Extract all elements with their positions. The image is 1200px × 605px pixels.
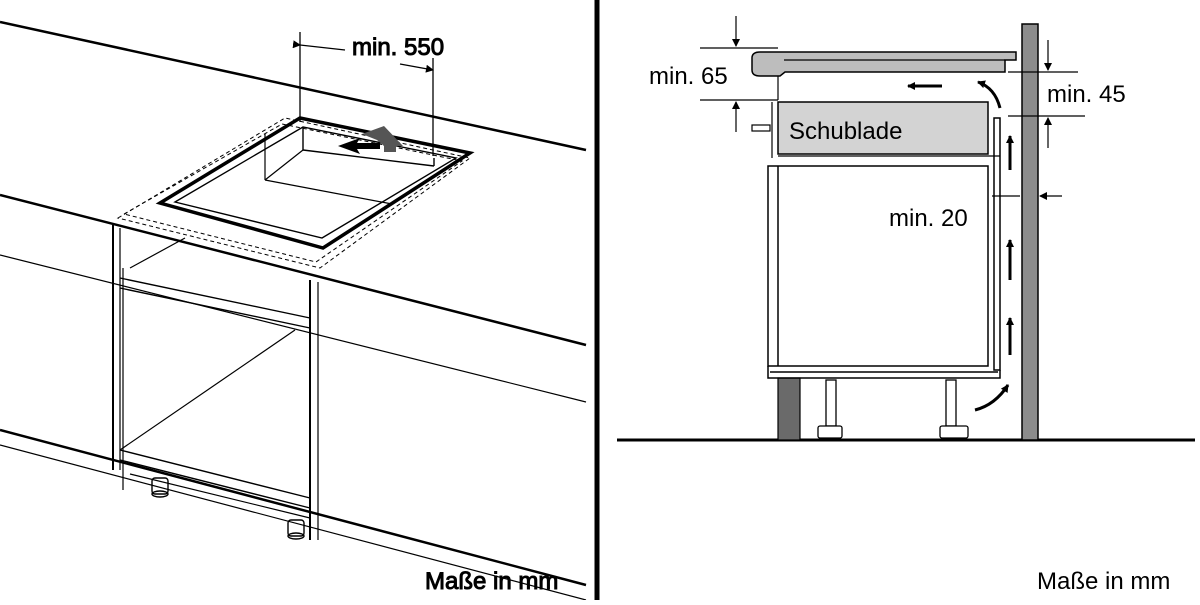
right-panel: min. 65 min. 45 min. 20 Schublade Maße i… <box>617 16 1195 595</box>
left-panel: min. 550 Maße in mm <box>0 20 587 601</box>
label-drawer: Schublade <box>789 118 902 145</box>
label-min-gap: min. 20 <box>889 205 968 232</box>
cutout <box>155 116 475 250</box>
cabinet <box>112 225 319 540</box>
label-min-top: min. 65 <box>649 63 728 90</box>
vent-arrows <box>338 126 403 154</box>
drawer-handle <box>751 124 771 132</box>
hob-outline-dashed-inner <box>122 123 464 263</box>
airflow-arrows <box>907 80 1014 412</box>
plinth <box>777 377 801 441</box>
cabinet-feet <box>151 477 305 540</box>
worktop <box>0 20 587 601</box>
cabinet-body <box>767 117 1001 379</box>
wall <box>1021 23 1039 441</box>
caption-units-left: Maße in mm <box>425 568 558 595</box>
cabinet-legs <box>817 379 969 439</box>
drawer <box>777 101 989 155</box>
hob-outline-dashed <box>116 117 472 269</box>
label-min-right: min. 45 <box>1047 81 1126 108</box>
label-min-width: min. 550 <box>352 34 444 61</box>
dimension-lines <box>700 16 1085 200</box>
width-dimension <box>292 32 434 156</box>
caption-units-right: Maße in mm <box>1037 568 1170 595</box>
worktop-hob <box>751 51 1017 100</box>
